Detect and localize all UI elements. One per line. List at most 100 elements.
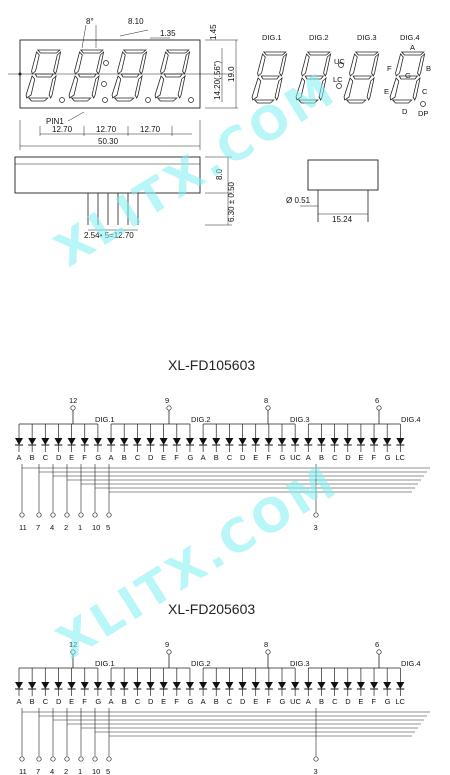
segment-label: E [161,697,166,706]
pin-diameter: Ø 0.51 [286,196,311,205]
bottom-pin-label: 11 [19,767,27,775]
led-diode [212,682,221,689]
segment-label: F [372,697,377,706]
segment-label: G [280,453,286,462]
led-diode [54,682,63,689]
bottom-pin-node [36,512,42,518]
bottom-pin-node [92,512,98,518]
led-diode [356,682,365,689]
led-diode [80,438,89,445]
bottom-pin-node [78,756,84,762]
segment-label: G [385,697,391,706]
led-diode [146,682,155,689]
common-pin-node [166,649,172,655]
bottom-pin-label: 2 [64,767,68,775]
map-uc: UC [334,57,345,66]
led-diode [264,438,273,445]
segment-label: A [201,697,206,706]
seg-b: B [426,64,431,73]
led-diode [317,682,326,689]
digit-label: DIG.2 [191,415,211,424]
bottom-pin-label: 7 [36,767,40,775]
seg-e: E [384,87,389,96]
common-pin-label: 9 [165,640,169,649]
seg-dp: DP [418,109,428,118]
seg-d: D [402,107,408,116]
bottom-pin-node [64,512,70,518]
seg-c: C [422,87,428,96]
front-digit-1 [25,49,62,102]
extra-pin-node [313,756,319,762]
segment-label: F [266,453,271,462]
bottom-pin-node [50,756,56,762]
segment-label: C [43,453,49,462]
segment-label: E [253,697,258,706]
segment-label: A [306,697,311,706]
seg-f: F [387,64,392,73]
common-pin-node [265,405,271,411]
led-diode [225,438,234,445]
bottom-pin-node [78,512,84,518]
segment-label: E [253,453,258,462]
segment-label: G [280,697,286,706]
watermark-1: XLITX.COM [45,62,346,278]
map-dig-1: DIG.1 [262,33,282,42]
segment-label: D [240,697,246,706]
bottom-pin-label: 7 [36,523,40,532]
digit-label: DIG.1 [95,659,115,668]
led-diode [238,438,247,445]
segment-label: F [174,697,179,706]
led-diode [238,682,247,689]
segment-label: E [358,453,363,462]
led-diode [133,438,142,445]
segment-map: DIG.1 DIG.2 DIG.3 DIG.4 UC LC A B C D E … [251,33,431,118]
segment-label: C [135,697,141,706]
extra-pin-label: 3 [314,523,318,532]
common-pin-node [70,405,76,411]
led-diode [172,438,181,445]
map-lc: LC [333,75,343,84]
dim-angle: 8° [86,17,94,26]
dim-8-10: 8.10 [128,17,144,26]
segment-label: E [69,697,74,706]
bottom-pin-node [92,756,98,762]
led-diode [383,682,392,689]
segment-label: A [109,697,114,706]
segment-label: UC [290,697,301,706]
common-pin-label: 6 [375,640,379,649]
map-dig-4: DIG.4 [400,33,420,42]
seg-g: G [405,71,411,80]
led-diode [251,438,260,445]
segment-label: D [148,453,154,462]
bottom-pin-label: 11 [19,523,27,532]
led-diode [396,682,405,689]
common-pin-label: 6 [375,396,379,405]
segment-label: B [319,453,324,462]
common-pin-label: 9 [165,396,169,405]
dim-6-30: 6.30 ± 0.50 [227,181,236,222]
circuit-2-title: XL-FD205603 [168,601,255,617]
segment-label: E [358,697,363,706]
led-diode [199,438,208,445]
segment-label: F [82,453,87,462]
front-digit-4 [154,49,191,102]
dim-19-0: 19.0 [227,66,236,82]
led-diode [330,682,339,689]
led-diode [41,682,50,689]
extra-pin-label: 3 [314,767,318,775]
digit-label: DIG.3 [290,415,310,424]
segment-label: G [95,453,101,462]
led-diode [15,438,23,445]
extra-pin-node [313,512,319,518]
led-diode [172,682,181,689]
segment-label: B [30,697,35,706]
segment-label: G [187,453,193,462]
segment-label: F [174,453,179,462]
map-digit-3 [343,51,380,104]
seg-a: A [410,43,415,52]
front-digit-2 [68,49,105,102]
segment-label: G [187,697,193,706]
bottom-pin-label: 5 [106,523,110,532]
